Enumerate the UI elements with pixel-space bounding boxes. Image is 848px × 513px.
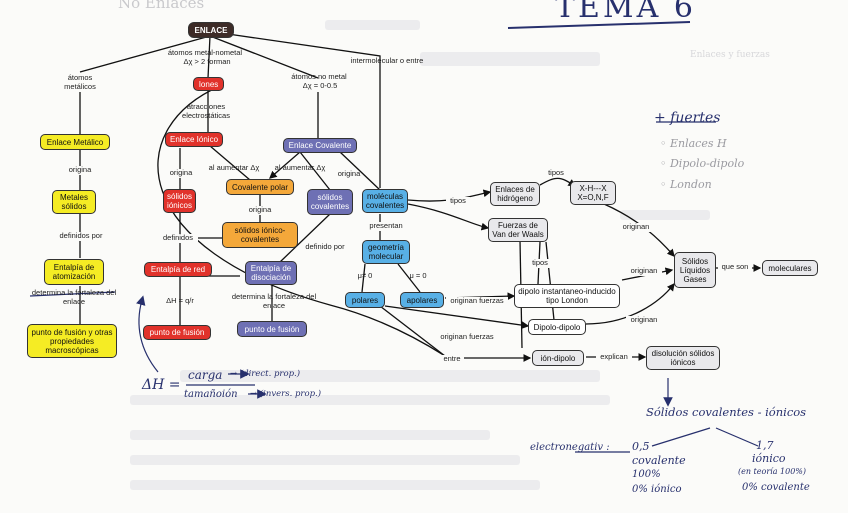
hand-right-2: iónico <box>752 452 786 465</box>
hand-tamano-note: → (invers. prop.) <box>250 389 322 399</box>
label-originan-fuerzas-2: originan fuerzas <box>436 332 498 342</box>
node-enlace-metalico[interactable]: Enlace Metálico <box>40 134 110 150</box>
label-entre: entre <box>440 354 464 364</box>
label-tipos-3: tipos <box>528 258 552 268</box>
hand-tamano: tamañoión <box>184 389 238 400</box>
faint-block <box>130 395 610 405</box>
hand-mas-fuertes: + fuertes <box>654 110 721 126</box>
node-enlace-covalente[interactable]: Enlace Covalente <box>283 138 357 153</box>
label-definidos-por-metal: definidos por <box>48 231 114 241</box>
label-atomos-no-metal: átomos no metal <box>291 72 347 81</box>
label-originan-fuerzas-1: originan fuerzas <box>446 296 508 306</box>
hand-bullet-1: ◦ Enlaces H <box>660 137 727 150</box>
hand-bullet-2: ◦ Dipolo-dipolo <box>660 157 745 170</box>
node-solidos-covalentes[interactable]: sólidos covalentes <box>307 189 353 215</box>
node-solidos-ionicos[interactable]: sólidos iónicos <box>163 189 196 213</box>
hand-left-1: 0,5 <box>632 440 650 453</box>
node-punto-fusion-metal[interactable]: punto de fusión y otras propiedades macr… <box>27 324 117 358</box>
label-chi-gt-2: Δχ > 2 forman <box>183 57 231 66</box>
hand-left-3: 100% <box>632 469 661 480</box>
node-moleculares[interactable]: moleculares <box>762 260 818 276</box>
node-entalpia-disociacion[interactable]: Entalpía de disociación <box>245 261 297 285</box>
label-originan-3: originan <box>626 315 662 325</box>
faint-block <box>130 480 540 490</box>
hand-carga-note: → (direct. prop.) <box>230 369 301 379</box>
faint-block <box>620 210 710 220</box>
node-polares[interactable]: polares <box>345 292 385 308</box>
label-definidos: definidos <box>158 233 198 243</box>
node-entalpia-red[interactable]: Entalpía de red <box>144 262 212 277</box>
faint-block <box>420 52 600 66</box>
node-geometria-molecular[interactable]: geometría molecular <box>362 240 410 264</box>
node-solidos-liquidos-gases[interactable]: Sólidos Líquidos Gases <box>674 252 716 288</box>
label-delta-h: ΔH = q/r <box>166 296 194 305</box>
node-xh-bond[interactable]: X-H---X X=O,N,F <box>570 181 616 205</box>
label-originan-2: originan <box>626 266 662 276</box>
label-origina-ionico: origina <box>164 168 198 178</box>
label-atomos-metalicos: átomos metálicos <box>64 73 96 91</box>
hand-right-1: 1,7 <box>756 439 774 452</box>
label-que-son: que son <box>718 262 752 272</box>
node-metales-solidos[interactable]: Metales sólidos <box>52 190 96 214</box>
label-mu-ne-0: μ≠ 0 <box>357 271 373 280</box>
node-moleculas-covalentes[interactable]: moléculas covalentes <box>362 189 408 213</box>
hand-left-2: covalente <box>632 454 686 467</box>
node-dipolo-dipolo[interactable]: Dipolo-dipolo <box>528 319 586 335</box>
node-dipolo-inducido[interactable]: dipolo instantaneo-inducido tipo London <box>514 284 620 308</box>
faint-block <box>130 455 520 465</box>
label-origina-metal: origina <box>62 165 98 175</box>
node-apolares[interactable]: apolares <box>400 292 444 308</box>
hand-carga: carga <box>188 368 223 382</box>
label-tipos-2: tipos <box>548 168 564 177</box>
node-entalpia-atomizacion[interactable]: Entalpía de atomización <box>44 259 104 285</box>
label-determina-2: determina la fortaleza del enlace <box>231 292 317 310</box>
label-origina-cov: origina <box>337 169 361 178</box>
label-determina-1: determina la fortaleza del enlace <box>31 288 117 306</box>
label-metal-nometal: átomos metal-nometal <box>167 48 243 57</box>
label-intermolecular: intermolecular o entre <box>350 56 424 65</box>
node-punto-fusion-covalente[interactable]: punto de fusión <box>237 321 307 337</box>
label-atracciones: atracciones electrostáticas <box>182 102 230 120</box>
label-tipos-1: tipos <box>446 196 470 206</box>
faint-block <box>180 370 600 382</box>
node-solidos-ionico-covalentes[interactable]: sólidos iónico-covalentes <box>222 222 298 248</box>
hand-left-4: 0% iónico <box>632 484 682 495</box>
label-presentan: presentan <box>364 221 408 231</box>
node-van-der-waals[interactable]: Fuerzas de Van der Waals <box>488 218 548 242</box>
hand-formula-lhs: ΔH = <box>142 377 181 393</box>
faint-block <box>325 20 420 30</box>
label-mu-eq-0: μ = 0 <box>409 271 427 280</box>
label-chi-0-05: Δχ = 0-0.5 <box>302 81 338 90</box>
label-definido-por: definido por <box>305 242 345 251</box>
node-iones[interactable]: Iones <box>193 77 224 91</box>
faint-right-text: Enlaces y fuerzas <box>690 50 770 60</box>
label-originan-1: originan <box>618 222 654 232</box>
hand-solidos-cov-ionicos: Sólidos covalentes - iónicos <box>646 405 807 419</box>
hand-right-4: 0% covalente <box>742 482 810 493</box>
hand-electronegativ: electronegativ : <box>530 442 610 453</box>
node-ion-dipolo[interactable]: ión-dipolo <box>532 350 584 366</box>
hand-bullet-3: ◦ London <box>660 178 712 191</box>
label-origina-polar: origina <box>243 205 277 215</box>
faint-block <box>130 430 490 440</box>
faint-title: No Enlaces <box>118 0 205 12</box>
node-covalente-polar[interactable]: Covalente polar <box>226 179 294 195</box>
label-al-aumentar-1: al aumentar Δχ <box>208 163 260 172</box>
node-enlaces-hidrogeno[interactable]: Enlaces de hidrógeno <box>490 182 540 206</box>
node-disolucion[interactable]: disolución sólidos iónicos <box>646 346 720 370</box>
label-explican: explican <box>596 352 632 362</box>
tema-title: TEMA 6 <box>555 0 696 25</box>
node-punto-fusion-ionico[interactable]: punto de fusión <box>143 325 211 340</box>
node-enlace[interactable]: ENLACE <box>188 22 234 38</box>
hand-right-3: (en teoría 100%) <box>738 467 807 476</box>
node-enlace-ionico[interactable]: Enlace Iónico <box>165 132 223 147</box>
label-al-aumentar-2: al aumentar Δχ <box>274 163 326 172</box>
